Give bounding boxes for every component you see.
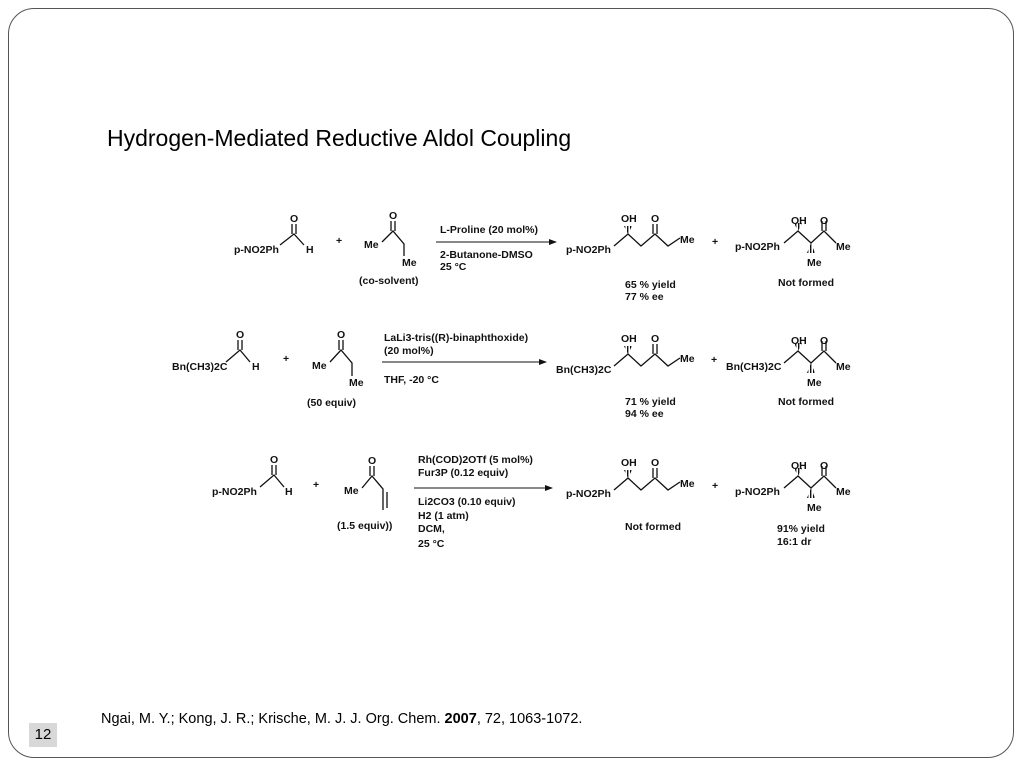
conditions-1-below-0: 2-Butanone-DMSO [440, 249, 533, 261]
aldehyde-2-label: Bn(CH3)2C [172, 361, 228, 373]
product-2a-result-1: 94 % ee [625, 408, 664, 420]
aldehyde-3-hydrogen: H [285, 486, 293, 498]
conditions-3-above-0: Rh(COD)2OTf (5 mol%) [418, 454, 533, 466]
product-3b-me-down: Me [807, 502, 822, 514]
product-3b-hydroxyl: OH [791, 460, 807, 472]
page-number: 12 [29, 723, 57, 747]
plus-1a: + [336, 235, 342, 247]
product-3a-me: Me [680, 478, 695, 490]
aldehyde-1-hydrogen: H [306, 244, 314, 256]
conditions-3-below-0: Li2CO3 (0.10 equiv) [418, 496, 515, 508]
product-1b-me-down: Me [807, 257, 822, 269]
product-1b-result-0: Not formed [778, 277, 834, 289]
product-3b-me-right: Me [836, 486, 851, 498]
conditions-3-above-1: Fur3P (0.12 equiv) [418, 467, 508, 479]
ketone-2-oxygen: O [337, 329, 345, 341]
product-2b-me-down: Me [807, 377, 822, 389]
product-2b-me-right: Me [836, 361, 851, 373]
product-2b-result-0: Not formed [778, 396, 834, 408]
enone-3-oxygen: O [368, 455, 376, 467]
ketone-1-me: Me [402, 257, 417, 269]
conditions-2-above-1: (20 mol%) [384, 345, 434, 357]
product-3b-result-0: 91% yield [777, 523, 825, 535]
product-2b-hydroxyl: OH [791, 335, 807, 347]
citation: Ngai, M. Y.; Kong, J. R.; Krische, M. J.… [101, 711, 582, 727]
conditions-3-below-3: 25 °C [418, 538, 445, 550]
enone-3-me-left: Me [344, 485, 359, 497]
aldehyde-2-hydrogen: H [252, 361, 260, 373]
product-3b-result-1: 16:1 dr [777, 536, 811, 548]
product-3b-oxygen: O [820, 460, 828, 472]
product-1b-me-right: Me [836, 241, 851, 253]
conditions-3-below-1: H2 (1 atm) [418, 510, 469, 522]
product-2a-oxygen: O [651, 333, 659, 345]
product-1b-hydroxyl: OH [791, 215, 807, 227]
citation-authors: Ngai, M. Y.; Kong, J. R.; Krische, M. J.… [101, 711, 445, 727]
aldehyde-1: p-NO2Ph O H [234, 213, 314, 256]
product-2a-hydroxyl: OH [621, 333, 637, 345]
plus-3a: + [313, 479, 319, 491]
reaction-row-1: p-NO2Ph O H + Me O Me (co-solvent) L-Pro… [234, 210, 851, 303]
product-2a: Bn(CH3)2C OH O Me 71 % yield 94 % ee [556, 333, 695, 420]
product-2b-label: Bn(CH3)2C [726, 361, 782, 373]
conditions-1-below-1: 25 °C [440, 261, 467, 273]
product-1a: p-NO2Ph OH O Me 65 % yield 77 % ee [566, 213, 695, 303]
product-2b: Bn(CH3)2C OH O Me Me Not formed [726, 335, 851, 408]
product-1b: p-NO2Ph OH O Me Me Not formed [735, 215, 851, 289]
plus-2b: + [711, 354, 717, 366]
product-1a-oxygen: O [651, 213, 659, 225]
product-1a-hydroxyl: OH [621, 213, 637, 225]
conditions-2-below-0: THF, -20 °C [384, 374, 439, 386]
product-3b: p-NO2Ph OH O Me Me 91% yield 16:1 dr [735, 460, 851, 548]
reaction-row-2: Bn(CH3)2C O H + Me O Me (50 equiv) LaLi3… [172, 329, 851, 420]
enone-3-note: (1.5 equiv)) [337, 520, 392, 532]
product-3a: p-NO2Ph OH O Me Not formed [566, 457, 695, 533]
product-3a-oxygen: O [651, 457, 659, 469]
ketone-2: Me O Me (50 equiv) [307, 329, 364, 409]
ketone-1: Me O Me (co-solvent) [359, 210, 419, 287]
product-1a-me: Me [680, 234, 695, 246]
product-3b-label: p-NO2Ph [735, 486, 780, 498]
product-1a-label: p-NO2Ph [566, 244, 611, 256]
product-2a-me: Me [680, 353, 695, 365]
plus-3b: + [712, 480, 718, 492]
ketone-2-me-left: Me [312, 360, 327, 372]
ketone-1-oxygen: O [389, 210, 397, 222]
aldehyde-2-oxygen: O [236, 329, 244, 341]
aldehyde-1-oxygen: O [290, 213, 298, 225]
product-1b-label: p-NO2Ph [735, 241, 780, 253]
conditions-2-above-0: LaLi3-tris((R)-binaphthoxide) [384, 332, 528, 344]
citation-year: 2007 [444, 711, 477, 727]
aldehyde-3-oxygen: O [270, 454, 278, 466]
ketone-2-note: (50 equiv) [307, 397, 356, 409]
product-2b-oxygen: O [820, 335, 828, 347]
slide-title: Hydrogen-Mediated Reductive Aldol Coupli… [107, 125, 572, 151]
ketone-1-note: (co-solvent) [359, 275, 419, 287]
product-1a-result-0: 65 % yield [625, 279, 676, 291]
aldehyde-1-label: p-NO2Ph [234, 244, 279, 256]
citation-details: , 72, 1063-1072. [476, 711, 583, 727]
product-3a-label: p-NO2Ph [566, 488, 611, 500]
plus-2a: + [283, 353, 289, 365]
conditions-1-above-0: L-Proline (20 mol%) [440, 224, 538, 236]
product-1b-oxygen: O [820, 215, 828, 227]
aldehyde-2: Bn(CH3)2C O H [172, 329, 260, 373]
enone-3: Me O (1.5 equiv)) [337, 455, 392, 532]
product-2a-result-0: 71 % yield [625, 396, 676, 408]
ketone-1-me-left: Me [364, 239, 379, 251]
conditions-3-below-2: DCM, [418, 523, 445, 535]
product-1a-result-1: 77 % ee [625, 291, 664, 303]
reaction-row-3: p-NO2Ph O H + Me O (1.5 equiv)) Rh(COD)2… [212, 454, 851, 550]
product-2a-label: Bn(CH3)2C [556, 364, 612, 376]
aldehyde-3: p-NO2Ph O H [212, 454, 293, 498]
ketone-2-me: Me [349, 377, 364, 389]
aldehyde-3-label: p-NO2Ph [212, 486, 257, 498]
slide-frame [8, 8, 1014, 758]
product-3a-hydroxyl: OH [621, 457, 637, 469]
plus-1b: + [712, 236, 718, 248]
product-3a-result-0: Not formed [625, 521, 681, 533]
